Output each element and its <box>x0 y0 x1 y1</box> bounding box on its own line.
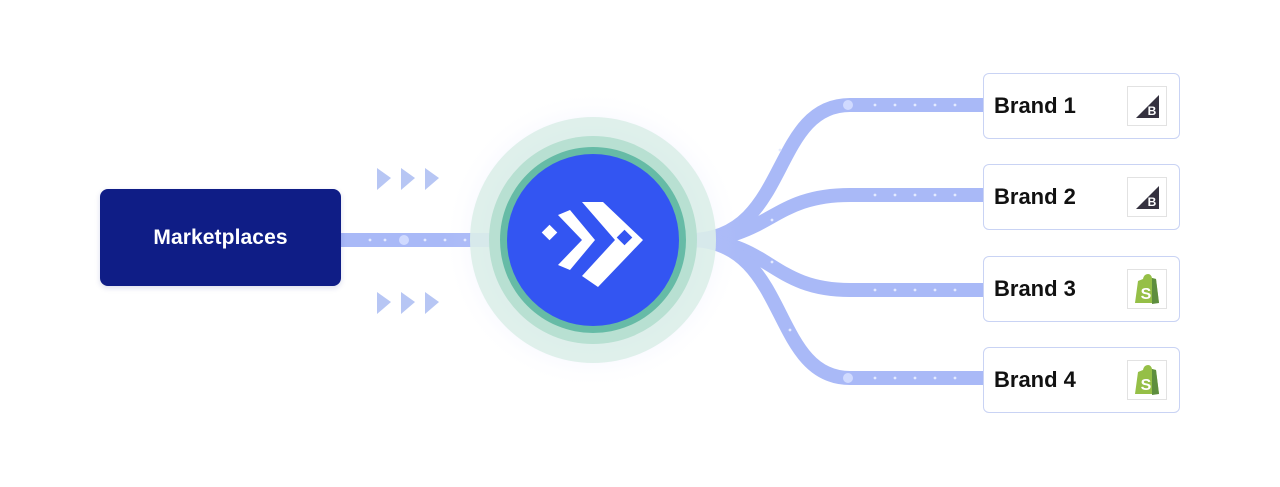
connector-dots <box>770 100 957 383</box>
shopify-logo-icon: S <box>1127 269 1167 309</box>
brand-card-2: Brand 2 B <box>983 164 1180 230</box>
brand-card-1: Brand 1 B <box>983 73 1180 139</box>
brand-label: Brand 2 <box>994 184 1076 209</box>
brand-card-3: Brand 3 S <box>983 256 1180 322</box>
svg-text:S: S <box>1141 286 1152 303</box>
hub <box>443 90 743 390</box>
svg-text:B: B <box>1148 104 1157 118</box>
shopify-logo-icon: S <box>1127 360 1167 400</box>
svg-text:S: S <box>1141 377 1152 394</box>
flow-arrows-top <box>377 168 439 190</box>
brand-label: Brand 3 <box>994 276 1076 301</box>
bigcommerce-logo-icon: B <box>1127 86 1167 126</box>
brand-label: Brand 4 <box>994 367 1076 392</box>
bigcommerce-logo-icon: B <box>1127 177 1167 217</box>
flow-arrows-bottom <box>377 292 439 314</box>
brand-label: Brand 1 <box>994 93 1076 118</box>
marketplaces-node: Marketplaces <box>100 189 341 286</box>
chevrons-forward-icon <box>541 202 643 287</box>
marketplaces-label: Marketplaces <box>153 225 288 249</box>
brand-card-4: Brand 4 S <box>983 347 1180 413</box>
svg-text:B: B <box>1148 195 1157 209</box>
